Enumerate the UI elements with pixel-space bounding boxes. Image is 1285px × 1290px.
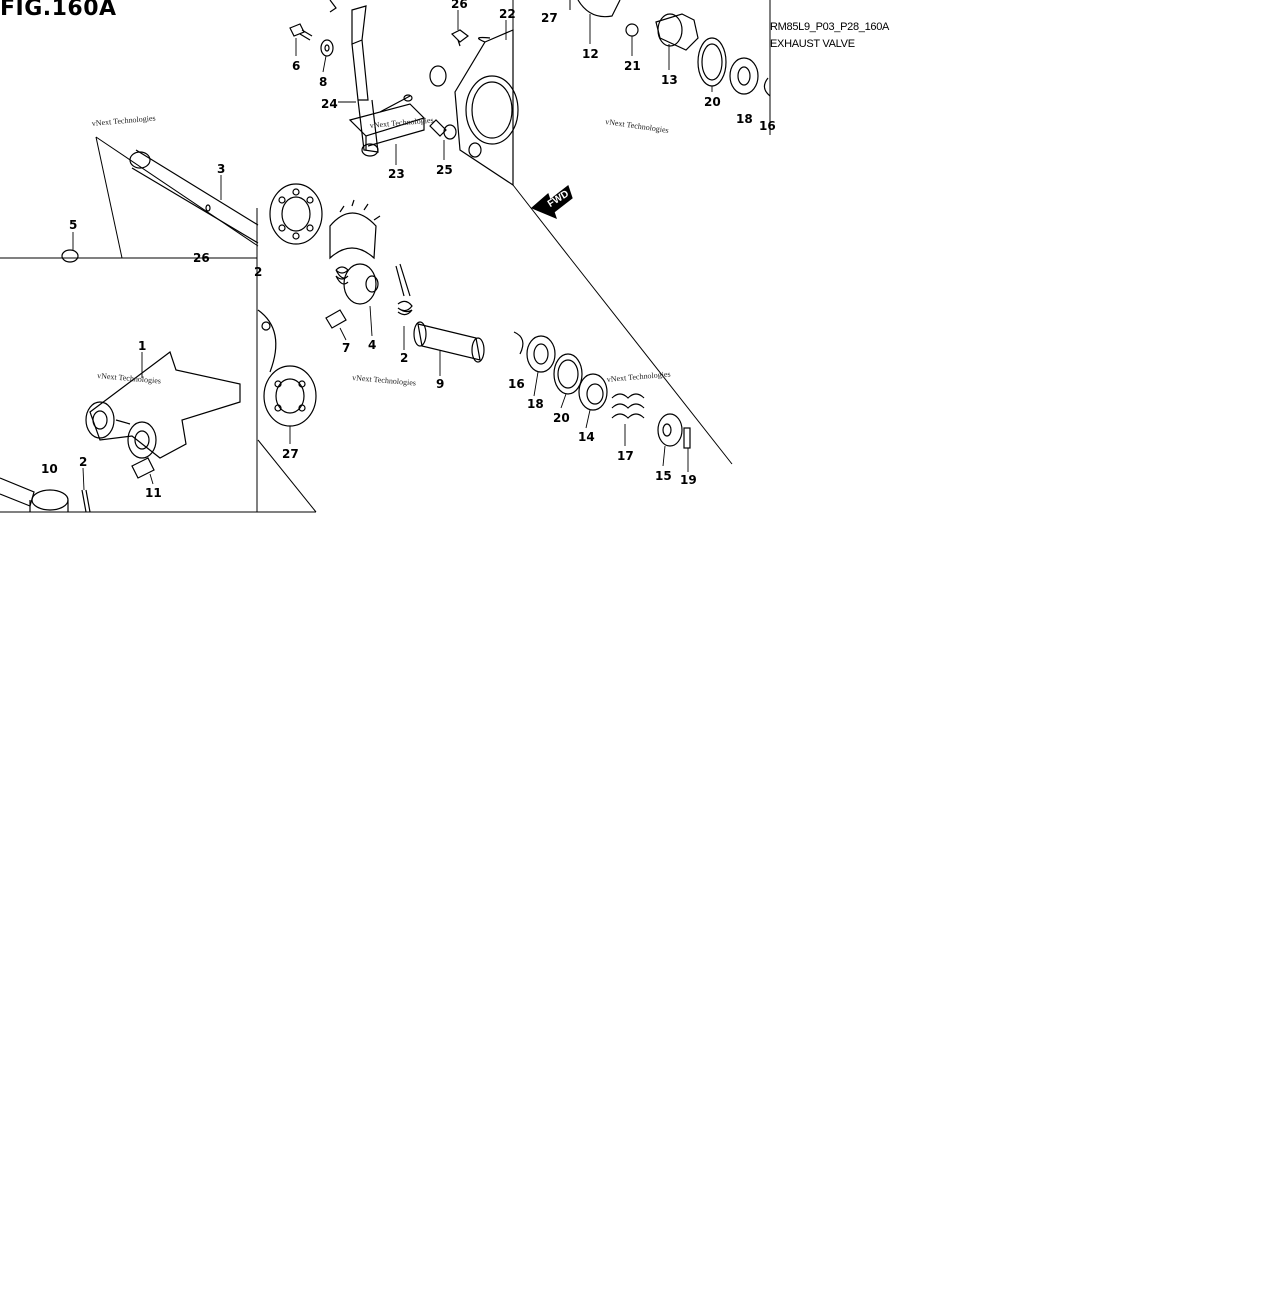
watermark-3: vNext Technologies [605, 117, 670, 135]
callout-20b: 20 [553, 411, 570, 425]
callout-26: 26 [451, 0, 468, 11]
right-lower-stack [513, 331, 691, 449]
callout-22: 22 [499, 7, 516, 21]
callout-13: 13 [661, 73, 678, 87]
frame-lines [0, 0, 771, 513]
callout-27b: 27 [282, 447, 299, 461]
leader-lines [72, 10, 713, 491]
callout-numbers: 26 22 27 12 21 13 20 18 16 6 8 24 23 25 … [41, 0, 776, 500]
callout-7: 7 [342, 341, 350, 355]
figure-title: FIG.160A [0, 0, 117, 21]
callout-16b: 16 [508, 377, 525, 391]
callout-26b: 26 [193, 251, 210, 265]
callout-18b: 18 [527, 397, 544, 411]
callout-17: 17 [617, 449, 634, 463]
diagram-name: EXHAUST VALVE [770, 38, 855, 50]
callout-12: 12 [582, 47, 599, 61]
callout-20: 20 [704, 95, 721, 109]
callout-2a: 2 [254, 265, 262, 279]
callout-3: 3 [217, 162, 225, 176]
callout-1: 1 [138, 339, 146, 353]
watermark-5: vNext Technologies [352, 373, 416, 388]
callout-8: 8 [319, 75, 327, 89]
callout-2c: 2 [79, 455, 87, 469]
callout-11: 11 [145, 486, 162, 500]
callout-10: 10 [41, 462, 58, 476]
callout-2b: 2 [400, 351, 408, 365]
callout-9: 9 [436, 377, 444, 391]
callout-23: 23 [388, 167, 405, 181]
valve-holder-flange [429, 29, 519, 187]
callout-4: 4 [368, 338, 376, 352]
callout-19: 19 [680, 473, 697, 487]
lever-assembly [289, 0, 469, 157]
callout-16: 16 [759, 119, 776, 133]
watermarks: vNext Technologies vNext Technologies vN… [91, 113, 670, 387]
callout-24: 24 [321, 97, 338, 111]
exhaust-valve-shaft [61, 149, 259, 263]
callout-18: 18 [736, 112, 753, 126]
lower-bearing [257, 309, 317, 427]
callout-5: 5 [69, 218, 77, 232]
watermark-6: vNext Technologies [606, 369, 670, 384]
forward-arrow: FWD [530, 185, 573, 220]
callout-14: 14 [578, 430, 595, 444]
gear-bearing-group [269, 183, 485, 363]
left-housing-group [0, 351, 241, 513]
callout-15: 15 [655, 469, 672, 483]
callout-27: 27 [541, 11, 558, 25]
watermark-1: vNext Technologies [91, 113, 155, 128]
diagram-code: RM85L9_P03_P28_160A [770, 21, 890, 33]
callout-6: 6 [292, 59, 300, 73]
callout-25: 25 [436, 163, 453, 177]
callout-21: 21 [624, 59, 641, 73]
